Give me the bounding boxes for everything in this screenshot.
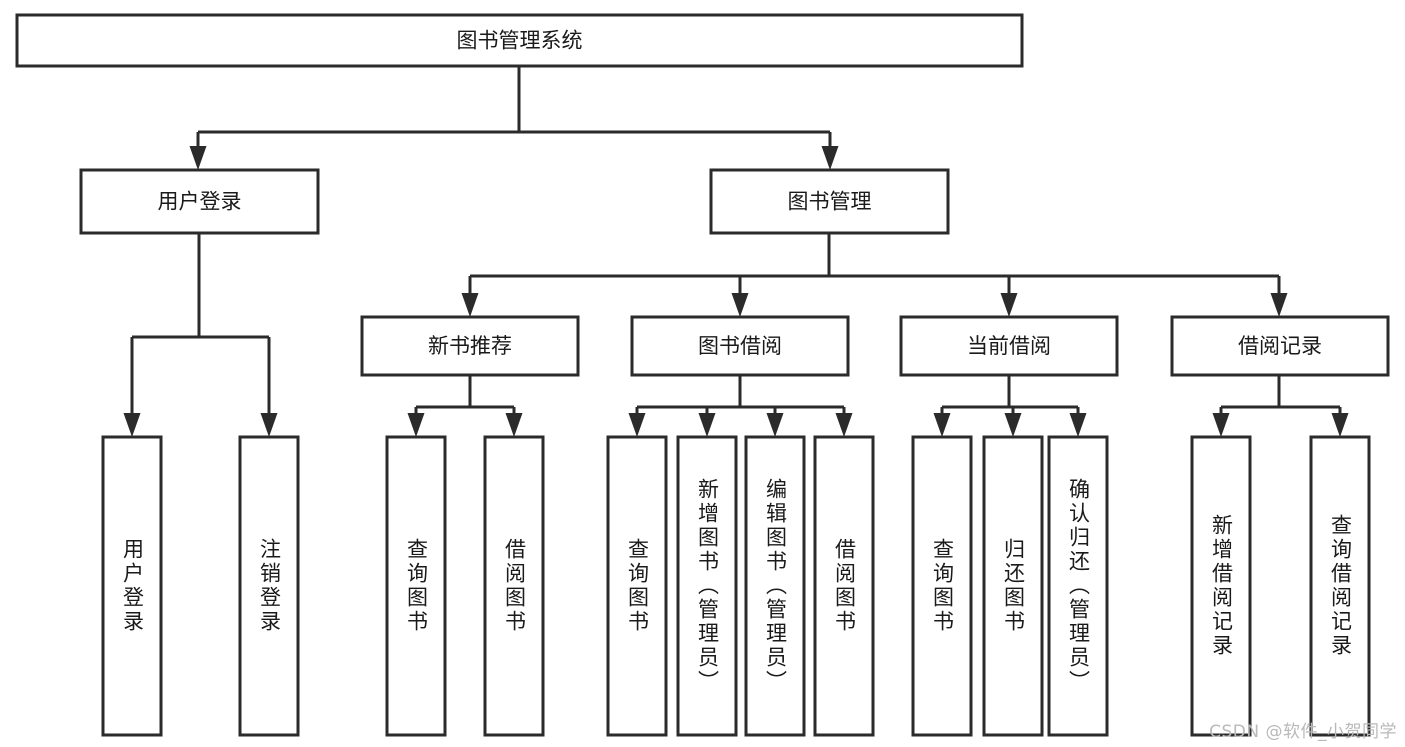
leaf-node-7-box[interactable]	[813, 435, 875, 737]
connector-arrow-icon	[123, 413, 141, 437]
connector-arrow-icon	[933, 413, 951, 437]
level1-node-0-label: 用户登录	[158, 190, 242, 214]
level2-node-0-box[interactable]	[360, 315, 580, 377]
level2-node-0-label: 新书推荐	[428, 334, 512, 358]
connector-arrow-icon	[461, 293, 479, 317]
level2-node-2-box[interactable]	[899, 315, 1119, 377]
level1-node-0-box[interactable]	[79, 168, 320, 235]
connector-arrow-icon	[835, 413, 853, 437]
connector-arrow-icon	[1270, 293, 1288, 317]
connector-arrow-icon	[1000, 293, 1018, 317]
leaf-node-10-box[interactable]	[1047, 435, 1109, 737]
root-node-label: 图书管理系统	[457, 29, 583, 53]
connector-layer	[123, 66, 1349, 437]
leaf-node-12-box[interactable]	[1309, 435, 1371, 737]
leaf-node-9-box[interactable]	[982, 435, 1044, 737]
connector-arrow-icon	[766, 413, 784, 437]
leaf-node-6-box[interactable]	[744, 435, 806, 737]
level1-node-1-label: 图书管理	[788, 190, 872, 214]
level2-node-1-box[interactable]	[630, 315, 850, 377]
leaf-node-3-box[interactable]	[483, 435, 545, 737]
box-layer	[15, 13, 1390, 737]
connector-arrow-icon	[1212, 413, 1230, 437]
root-node-box[interactable]	[15, 13, 1024, 68]
leaf-node-8-box[interactable]	[911, 435, 973, 737]
connector-arrow-icon	[407, 413, 425, 437]
connector-arrow-icon	[1331, 413, 1349, 437]
leaf-node-1-box[interactable]	[238, 435, 300, 737]
level2-node-2-label: 当前借阅	[967, 334, 1051, 358]
connector-arrow-icon	[505, 413, 523, 437]
level2-node-3-box[interactable]	[1170, 315, 1390, 377]
leaf-node-5-box[interactable]	[676, 435, 738, 737]
level1-node-1-box[interactable]	[709, 168, 950, 235]
leaf-node-2-box[interactable]	[385, 435, 447, 737]
connector-arrow-icon	[628, 413, 646, 437]
connector-arrow-icon	[698, 413, 716, 437]
leaf-node-11-box[interactable]	[1190, 435, 1252, 737]
connector-arrow-icon	[189, 146, 207, 170]
leaf-node-4-box[interactable]	[606, 435, 668, 737]
connector-arrow-icon	[1069, 413, 1087, 437]
leaf-node-0-box[interactable]	[101, 435, 163, 737]
connector-arrow-icon	[1004, 413, 1022, 437]
connector-arrow-icon	[821, 146, 839, 170]
watermark-text: CSDN @软件_小贺同学	[1209, 722, 1397, 742]
connector-arrow-icon	[260, 413, 278, 437]
connector-arrow-icon	[731, 293, 749, 317]
level2-node-1-label: 图书借阅	[698, 334, 782, 358]
level2-node-3-label: 借阅记录	[1238, 334, 1322, 358]
